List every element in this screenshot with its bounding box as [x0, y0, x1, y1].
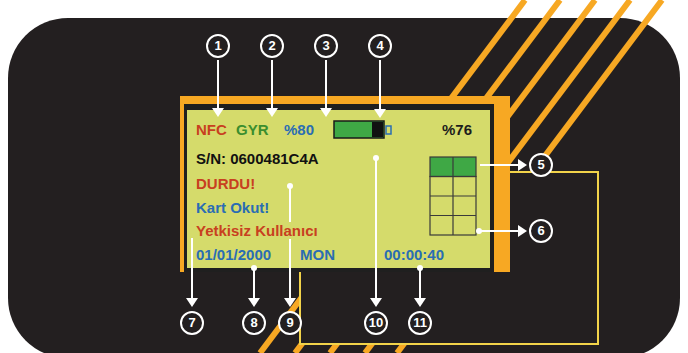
callout-number: 7 [180, 311, 204, 335]
screen-frame [180, 96, 510, 272]
callout-number: 8 [242, 311, 266, 335]
screen-text: Kart Okut! [195, 199, 270, 216]
callout-number: 5 [529, 153, 553, 177]
callout-number: 10 [364, 311, 388, 335]
lcd-screen: NFC GYR %80 %76S/N: 0600481C4A DURDU! Kart Ok… [187, 110, 490, 268]
screen-text: 01/01/2000 [195, 246, 272, 263]
screen-text: MON [299, 246, 336, 263]
screen-text: %76 [441, 121, 473, 138]
callout-number: 9 [278, 311, 302, 335]
callout-number: 4 [368, 34, 392, 58]
leader-lines [186, 60, 527, 307]
screen-text: %80 [283, 121, 315, 138]
battery-icon [334, 121, 391, 138]
screen-text: Yetkisiz Kullanıcı [195, 222, 319, 239]
screen-text: S/N: 0600481C4A [195, 150, 320, 167]
callout-number: 2 [260, 34, 284, 58]
screen-text: GYR [235, 121, 270, 138]
lcd-ground [187, 110, 490, 268]
screen-text: DURDU! [195, 175, 256, 192]
screen-bezel [184, 104, 494, 272]
callout-number: 6 [529, 219, 553, 243]
screen-text: NFC [195, 121, 228, 138]
screen-text: 00:00:40 [383, 246, 445, 263]
callout-number: 11 [408, 311, 432, 335]
callout-number: 3 [314, 34, 338, 58]
status-grid [430, 157, 476, 235]
callout-number: 1 [206, 34, 230, 58]
